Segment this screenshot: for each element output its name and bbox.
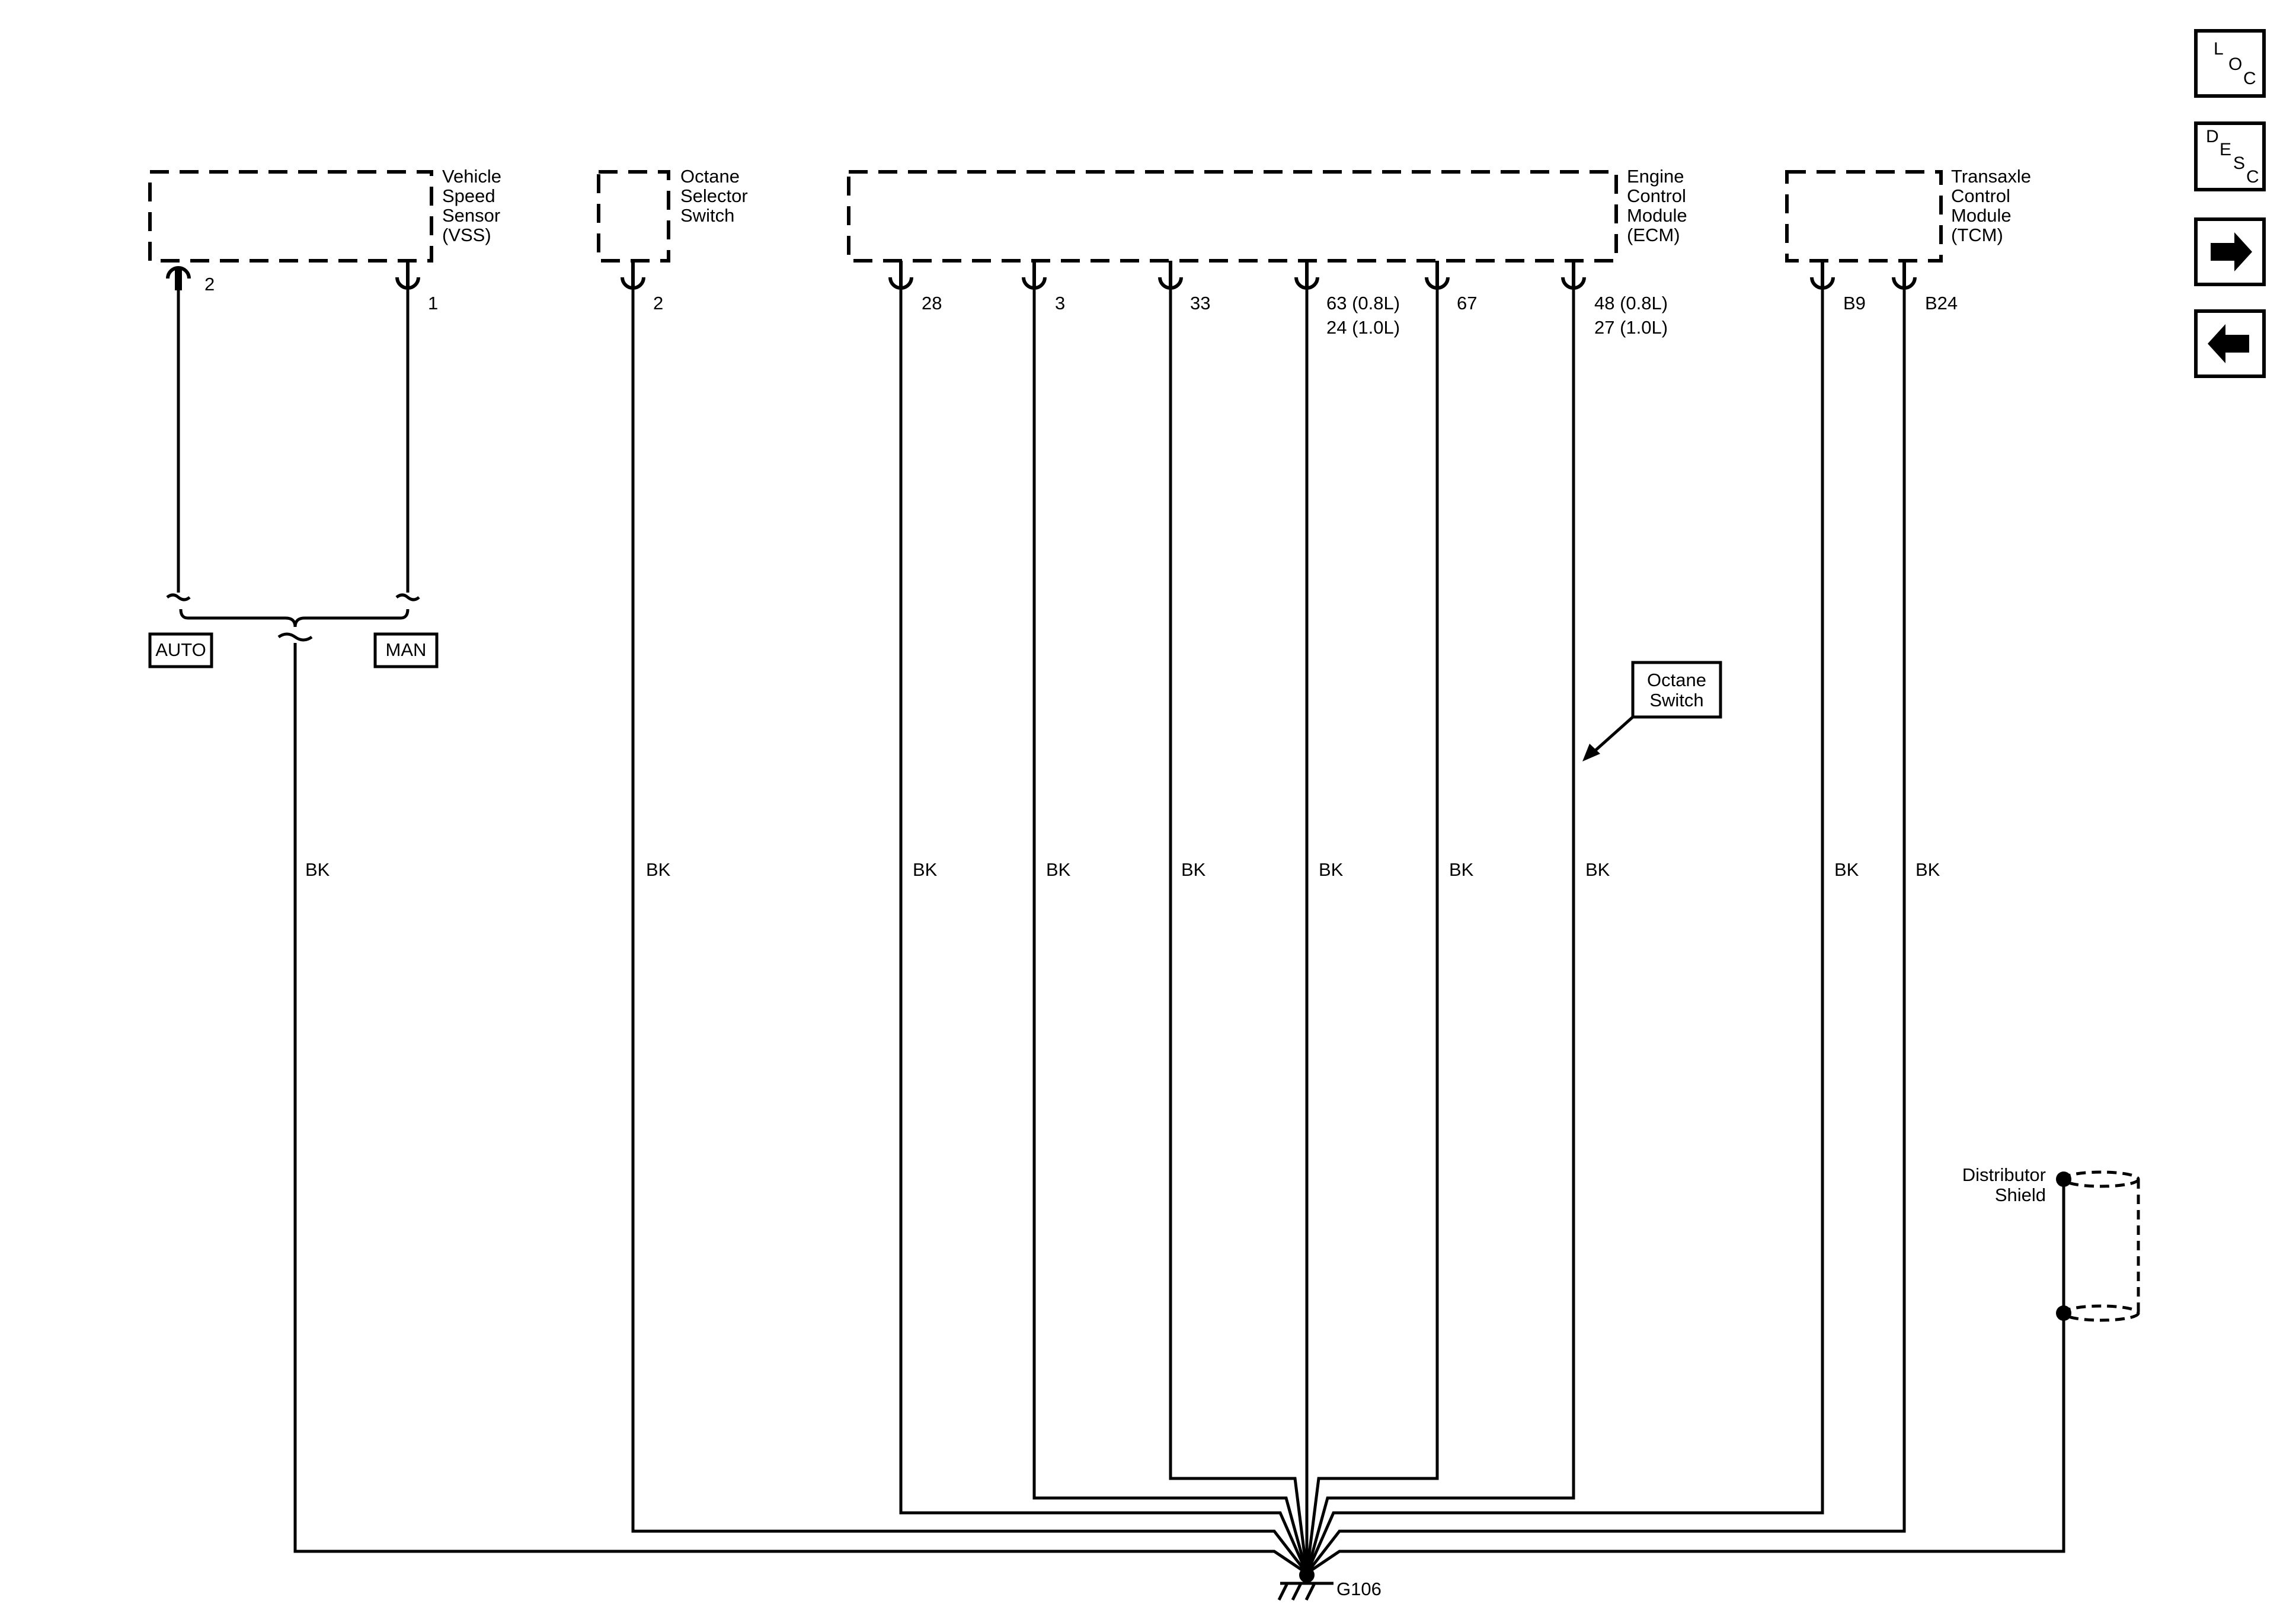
svg-text:BK: BK bbox=[1319, 859, 1344, 880]
arrow-right-icon bbox=[2211, 232, 2252, 271]
svg-text:BK: BK bbox=[1916, 859, 1940, 880]
svg-text:BK: BK bbox=[1834, 859, 1859, 880]
vss-label: Vehicle Speed Sensor (VSS) bbox=[442, 166, 501, 245]
svg-text:BK: BK bbox=[1449, 859, 1474, 880]
tcm-pin-b9: B9 bbox=[1843, 293, 1866, 313]
ecm-pin-33: 33 bbox=[1190, 293, 1210, 313]
ecm-pin-48: 48 (0.8L) bbox=[1594, 293, 1668, 313]
ground-label: G106 bbox=[1336, 1579, 1382, 1599]
man-option: MAN bbox=[373, 632, 439, 668]
octane-switch-callout: Octane Switch bbox=[1582, 661, 1722, 761]
vss-box bbox=[148, 170, 433, 263]
svg-text:Sensor: Sensor bbox=[442, 205, 500, 226]
svg-text:BK: BK bbox=[1046, 859, 1071, 880]
ecm-label: Engine Control Module (ECM) bbox=[1627, 166, 1687, 245]
svg-text:Distributor: Distributor bbox=[1962, 1164, 2046, 1185]
vss-pin-2: 2 bbox=[204, 274, 215, 295]
svg-text:AUTO: AUTO bbox=[155, 639, 206, 660]
callout-arrow-icon bbox=[1582, 744, 1600, 761]
next-page-button[interactable] bbox=[2194, 217, 2266, 286]
svg-text:BK: BK bbox=[305, 859, 330, 880]
ecm-pin-67: 67 bbox=[1457, 293, 1477, 313]
svg-text:Switch: Switch bbox=[680, 205, 734, 226]
tcm-pin-b24: B24 bbox=[1925, 293, 1958, 313]
oss-pin-2: 2 bbox=[653, 293, 663, 313]
svg-text:(TCM): (TCM) bbox=[1951, 225, 2003, 245]
svg-text:Module: Module bbox=[1951, 205, 2012, 226]
svg-text:Engine: Engine bbox=[1627, 166, 1684, 187]
svg-text:Module: Module bbox=[1627, 205, 1687, 226]
desc-letter-s: S bbox=[2233, 153, 2245, 173]
ecm-pin-3: 3 bbox=[1055, 293, 1065, 313]
loc-letter-o: O bbox=[2228, 55, 2242, 74]
loc-letter-l: L bbox=[2214, 39, 2224, 59]
vss-option-wiring bbox=[166, 288, 420, 642]
svg-text:Octane: Octane bbox=[680, 166, 740, 187]
ecm-pin-63: 63 (0.8L) bbox=[1326, 293, 1400, 313]
distributor-shield-label: Distributor Shield bbox=[1962, 1164, 2046, 1205]
svg-text:Switch: Switch bbox=[1649, 690, 1703, 710]
svg-text:Selector: Selector bbox=[680, 185, 748, 206]
ground-g106-icon bbox=[1277, 1567, 1334, 1601]
svg-text:BK: BK bbox=[1585, 859, 1610, 880]
desc-button[interactable]: D E S C bbox=[2194, 121, 2266, 191]
svg-text:Control: Control bbox=[1627, 185, 1686, 206]
vss-pin-1: 1 bbox=[428, 293, 438, 313]
ecm-pin-27: 27 (1.0L) bbox=[1594, 317, 1668, 338]
tcm-label: Transaxle Control Module (TCM) bbox=[1951, 166, 2031, 245]
svg-text:BK: BK bbox=[1181, 859, 1206, 880]
ecm-pin-24: 24 (1.0L) bbox=[1326, 317, 1400, 338]
arrow-left-icon bbox=[2208, 324, 2249, 363]
wire-color-labels: BK BK BK BK BK BK BK BK BK BK bbox=[305, 859, 1940, 880]
svg-text:BK: BK bbox=[913, 859, 938, 880]
svg-text:Octane: Octane bbox=[1647, 670, 1706, 690]
svg-text:Control: Control bbox=[1951, 185, 2010, 206]
ecm-pin-28: 28 bbox=[922, 293, 942, 313]
ecm-box bbox=[847, 170, 1618, 263]
svg-text:Transaxle: Transaxle bbox=[1951, 166, 2031, 187]
loc-button[interactable]: L O C bbox=[2194, 29, 2266, 98]
svg-text:Speed: Speed bbox=[442, 185, 495, 206]
svg-text:BK: BK bbox=[646, 859, 671, 880]
svg-text:Vehicle: Vehicle bbox=[442, 166, 501, 187]
connector-terminals bbox=[166, 261, 1917, 290]
desc-letter-e: E bbox=[2220, 140, 2231, 159]
svg-text:MAN: MAN bbox=[386, 639, 427, 660]
oss-box bbox=[597, 170, 670, 263]
svg-text:(ECM): (ECM) bbox=[1627, 225, 1680, 245]
desc-letter-d: D bbox=[2206, 127, 2219, 146]
oss-label: Octane Selector Switch bbox=[680, 166, 748, 226]
ground-wires bbox=[293, 288, 2065, 1575]
svg-text:(VSS): (VSS) bbox=[442, 225, 491, 245]
prev-page-button[interactable] bbox=[2194, 309, 2266, 378]
pin-labels: 2 1 2 28 3 33 63 (0.8L) 24 (1.0L) 67 48 … bbox=[204, 274, 1958, 338]
distributor-shield bbox=[2056, 1170, 2140, 1322]
svg-text:Shield: Shield bbox=[1995, 1185, 2046, 1205]
desc-letter-c: C bbox=[2246, 167, 2259, 187]
auto-option: AUTO bbox=[148, 632, 213, 668]
tcm-box bbox=[1785, 170, 1943, 263]
loc-letter-c: C bbox=[2243, 69, 2256, 88]
